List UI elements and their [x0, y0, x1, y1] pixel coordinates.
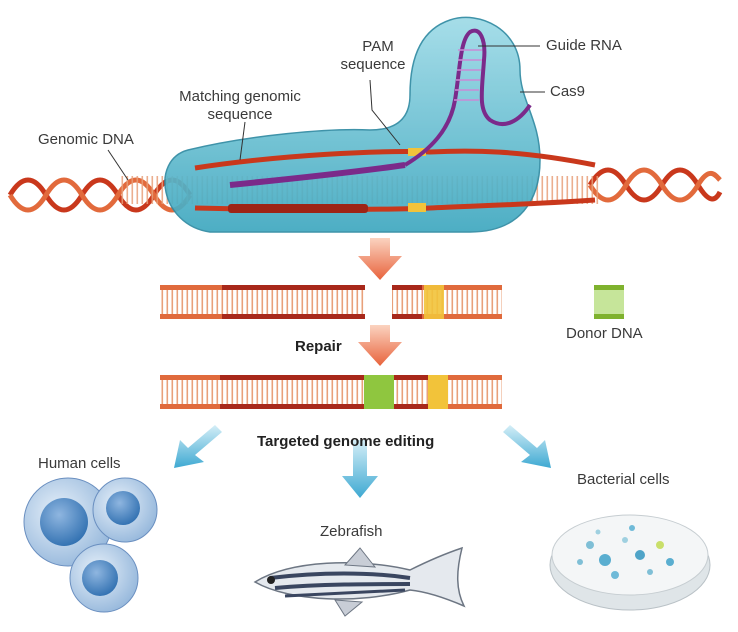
donor-dna-label: Donor DNA	[566, 325, 643, 342]
arrow-repair	[358, 325, 402, 366]
petri-dish-illustration	[549, 514, 711, 611]
pam-label-line1: PAM	[362, 38, 394, 55]
zebrafish-illustration	[253, 546, 466, 617]
cas9-protein	[164, 16, 541, 233]
matching-label-line1: Matching genomic	[179, 88, 301, 105]
zebrafish-label: Zebrafish	[320, 523, 383, 540]
human-cells-illustration	[23, 477, 158, 613]
genomic-dna-label: Genomic DNA	[38, 131, 134, 148]
guide-rna	[229, 28, 532, 188]
label-leaders	[107, 45, 545, 181]
cas9-label: Cas9	[550, 83, 586, 100]
bacterial-cells-label: Bacterial cells	[577, 471, 670, 488]
pam-label-line2: sequence	[340, 56, 406, 73]
repair-label: Repair	[295, 338, 342, 355]
repaired-dna	[160, 375, 502, 409]
arrow-cleave	[358, 238, 402, 280]
matching-label-line2: sequence	[207, 106, 273, 123]
human-cells-label: Human cells	[38, 455, 121, 472]
donor-dna-icon	[594, 285, 624, 319]
guide-rna-label: Guide RNA	[546, 37, 622, 54]
cleaved-dna	[160, 285, 502, 319]
targeted-editing-label: Targeted genome editing	[257, 433, 435, 450]
arrows-to-organisms	[174, 425, 551, 498]
